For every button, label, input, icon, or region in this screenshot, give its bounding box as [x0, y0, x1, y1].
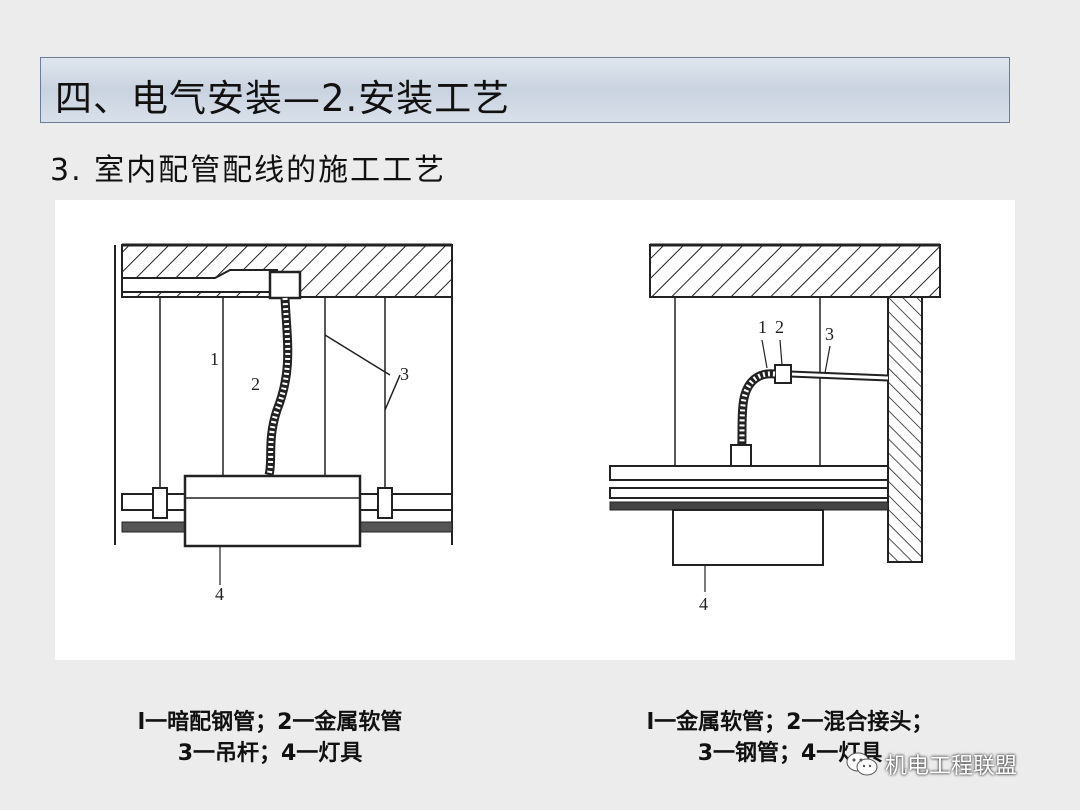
- left-label-2: 2: [251, 374, 260, 394]
- left-embedded-conduit: [121, 269, 278, 293]
- right-luminaire: [672, 509, 824, 566]
- right-ceiling-panel: [609, 501, 889, 511]
- left-luminaire: [183, 474, 362, 548]
- left-caption-line-1: l一暗配钢管；2一金属软管: [137, 710, 403, 735]
- section-subtitle: 3. 室内配管配线的施工工艺: [50, 153, 447, 188]
- left-junction-box: [268, 270, 302, 300]
- right-label-2: 2: [775, 317, 784, 337]
- diagram-panel: 1 2 3 4: [55, 200, 1015, 660]
- right-coupling: [774, 364, 792, 384]
- right-concrete-slab: [649, 244, 941, 298]
- right-label-3: 3: [825, 324, 834, 344]
- left-label-1: 1: [210, 349, 219, 369]
- left-diagram: 1 2 3 4: [114, 243, 453, 604]
- watermark-text: 机电工程联盟: [885, 754, 1018, 779]
- right-ceiling-rail: [609, 465, 889, 481]
- right-wall: [887, 296, 923, 563]
- left-label-4: 4: [215, 584, 224, 604]
- title-bar: 四、电气安装—2.安装工艺: [40, 57, 1010, 123]
- right-diagram: 1 2 3 4: [609, 243, 941, 614]
- wechat-icon: [846, 752, 878, 776]
- left-caption-line-2: 3一吊杆；4一灯具: [177, 741, 363, 766]
- right-caption-line-1: l一金属软管；2一混合接头；: [646, 710, 934, 735]
- installation-diagrams: 1 2 3 4: [114, 243, 941, 614]
- watermark: 机电工程联盟: [845, 748, 1017, 780]
- right-label-4: 4: [699, 594, 708, 614]
- left-label-3: 3: [400, 364, 409, 384]
- right-label-1: 1: [758, 317, 767, 337]
- page-title: 四、电气安装—2.安装工艺: [55, 77, 511, 120]
